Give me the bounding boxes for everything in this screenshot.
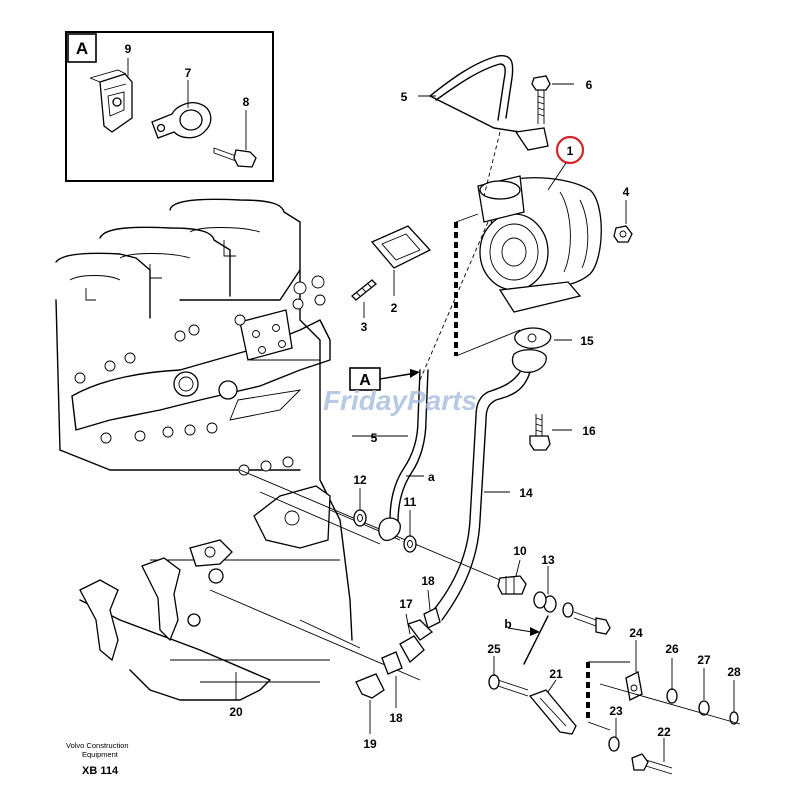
- turbocharger-part-1: [477, 175, 602, 313]
- view-a-marker: A: [349, 367, 420, 391]
- callout-21: 21: [549, 667, 563, 681]
- nut-part-4: [613, 225, 633, 243]
- callout-9: 9: [125, 42, 132, 56]
- washer-part-11: [403, 535, 417, 553]
- callout-19: 19: [363, 737, 377, 751]
- engine-block: [55, 198, 501, 701]
- washer-part-23: [608, 736, 620, 752]
- fitting-part-10: [497, 575, 527, 595]
- callout-16: 16: [582, 424, 596, 438]
- bolt-long: [573, 611, 611, 635]
- callout-13: 13: [541, 553, 555, 567]
- callout-1: 1: [567, 144, 574, 158]
- washer-part-27: [698, 700, 710, 716]
- callout-5-lower: 5: [371, 431, 378, 445]
- callout-6: 6: [586, 78, 593, 92]
- callout-26: 26: [665, 642, 679, 656]
- gasket-part-2: [370, 225, 432, 269]
- callout-18-upper: 18: [421, 574, 435, 588]
- highlight-ring: [555, 135, 585, 165]
- washer-part-26: [666, 688, 678, 704]
- oil-pipe-part-5-upper: [429, 55, 549, 151]
- callout-14: 14: [519, 486, 533, 500]
- gasket-part-15: [514, 327, 552, 349]
- bolt-part-22: [631, 753, 673, 775]
- footer-equipment: Equipment: [82, 750, 119, 759]
- callout-22: 22: [657, 725, 671, 739]
- footer-company: Volvo Construction: [66, 741, 129, 750]
- callout-8: 8: [243, 95, 250, 109]
- callout-18-lower: 18: [389, 711, 403, 725]
- clamp-part-18-lower: [381, 651, 403, 675]
- callout-7: 7: [185, 66, 192, 80]
- stud-part-3: [351, 279, 377, 301]
- callout-5-upper: 5: [401, 90, 408, 104]
- callout-23: 23: [609, 704, 623, 718]
- watermark: FridayParts: [323, 385, 477, 416]
- bolt-part-8: [213, 147, 257, 168]
- footer-code: XB 114: [82, 765, 119, 777]
- callout-12: 12: [353, 473, 367, 487]
- callout-11: 11: [404, 495, 417, 509]
- bolt-part-25: [488, 674, 529, 697]
- clamp-part-7: [151, 102, 212, 139]
- washer-part-12: [353, 509, 367, 527]
- pointer-a-label: a: [428, 470, 435, 484]
- callout-4: 4: [623, 185, 630, 199]
- callout-17: 17: [399, 597, 413, 611]
- drain-pipe-part-14: [431, 349, 547, 621]
- detail-view-letter: A: [76, 39, 88, 58]
- bracket-part-9: [89, 69, 133, 133]
- callout-3: 3: [361, 320, 368, 334]
- bolt-part-6: [531, 75, 551, 124]
- callout-27: 27: [697, 653, 711, 667]
- callout-28: 28: [727, 665, 741, 679]
- callout-25: 25: [487, 642, 501, 656]
- washer-part-13: [533, 591, 574, 618]
- bracket-part-21: [528, 689, 577, 735]
- detail-view-a: A 9 7 8: [65, 31, 274, 182]
- elbow-part-19: [355, 673, 385, 699]
- oil-pipe-part-5-lower: [378, 369, 429, 541]
- view-a-letter: A: [359, 372, 371, 389]
- callout-20: 20: [229, 705, 243, 719]
- clamp-part-18-upper: [423, 607, 441, 629]
- callout-10: 10: [513, 544, 527, 558]
- hose-part-17: [399, 619, 434, 664]
- callout-15: 15: [580, 334, 594, 348]
- clip-part-24: [625, 671, 643, 701]
- callout-2: 2: [391, 301, 398, 315]
- callout-24: 24: [629, 626, 643, 640]
- pointer-b-label: b: [504, 617, 511, 631]
- bolt-part-16: [529, 414, 551, 451]
